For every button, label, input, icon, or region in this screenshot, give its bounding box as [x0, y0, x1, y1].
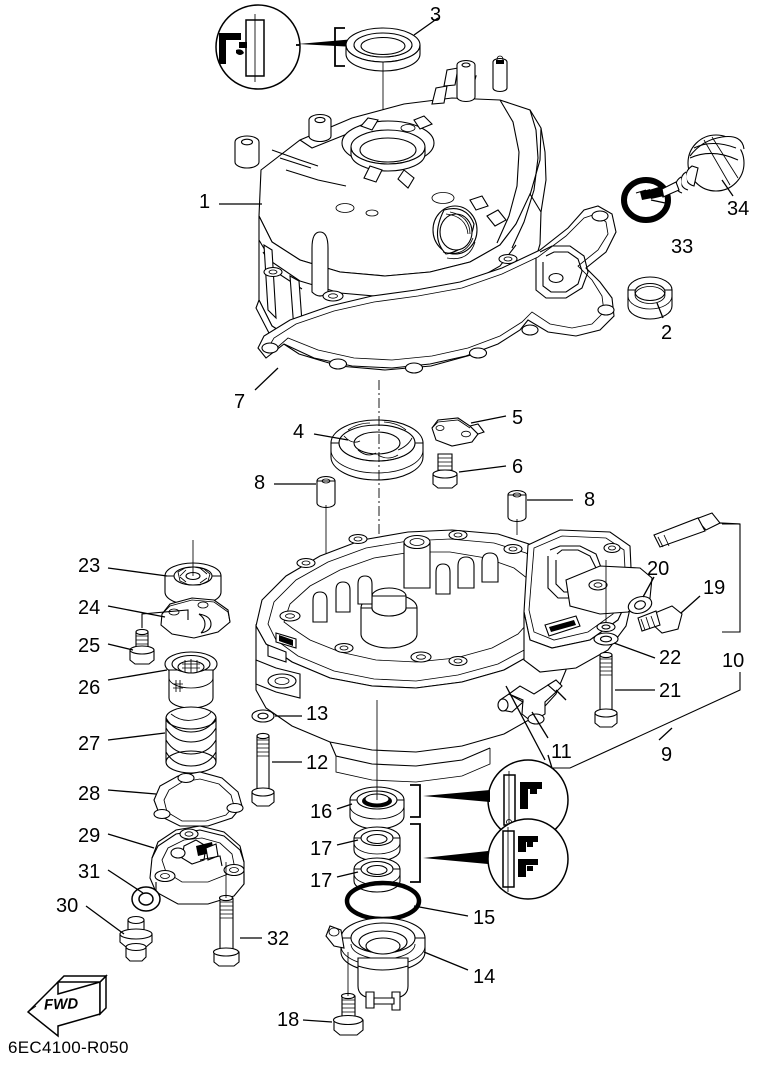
part-30-drain-bolt — [119, 915, 153, 962]
callout-1: 1 — [199, 191, 211, 213]
callout-34: 34 — [727, 198, 750, 220]
callout-14: 14 — [473, 966, 496, 988]
callout-7: 7 — [234, 391, 246, 413]
callout-6: 6 — [512, 456, 524, 478]
part-4-ball-bearing — [330, 419, 424, 481]
part-27-spring — [165, 706, 217, 774]
washer-small-body — [596, 621, 616, 633]
part-34-oil-filler-cap — [635, 134, 745, 200]
callout-23: 23 — [78, 555, 101, 577]
part-2-bushing — [627, 276, 673, 320]
part-code-label: 6EC4100-R050 — [8, 1038, 129, 1057]
callout-20: 20 — [647, 558, 670, 580]
part-12-bolt — [251, 732, 275, 807]
callout-3: 3 — [430, 4, 442, 26]
fwd-arrow-icon — [26, 974, 108, 1038]
lower-crankcase-body — [255, 529, 653, 783]
callout-30: 30 — [56, 895, 79, 917]
callout-17-upper: 17 — [310, 838, 333, 860]
part-21-bolt — [594, 651, 618, 728]
part-8-dowel-pin-left — [316, 475, 336, 509]
part-3-oil-seal — [345, 27, 421, 72]
part-13-washer — [251, 709, 275, 723]
part-8-dowel-pin-right — [507, 489, 527, 523]
callout-31: 31 — [78, 861, 101, 883]
bracket-part-17 — [410, 823, 421, 883]
part-10-bolt — [653, 512, 721, 548]
callout-22: 22 — [659, 647, 682, 669]
part-33-o-ring — [621, 177, 671, 223]
callout-27: 27 — [78, 733, 101, 755]
callout-8-right: 8 — [584, 489, 596, 511]
callout-24: 24 — [78, 597, 101, 619]
callout-8-left: 8 — [254, 472, 266, 494]
part-6-bolt — [432, 453, 458, 489]
part-31-washer — [131, 886, 161, 912]
callout-26: 26 — [78, 677, 101, 699]
callout-19: 19 — [703, 577, 726, 599]
callout-15: 15 — [473, 907, 496, 929]
part-7-gasket — [257, 205, 617, 374]
detail-circle-seal-16 — [423, 759, 569, 841]
bracket-part-3 — [334, 27, 345, 67]
part-28-oil-pump-gasket — [153, 771, 244, 827]
bracket-10 — [719, 522, 741, 633]
detail-circle-seal-top — [215, 4, 355, 90]
part-17-oil-seal-lower — [353, 857, 401, 893]
callout-16: 16 — [310, 801, 333, 823]
callout-5: 5 — [512, 407, 524, 429]
callout-18: 18 — [277, 1009, 300, 1031]
bracket-9 — [552, 672, 741, 769]
part-29-oil-pump-housing — [149, 825, 245, 905]
callout-21: 21 — [659, 680, 682, 702]
callout-10: 10 — [722, 650, 745, 672]
part-19-bolt — [637, 605, 683, 634]
bracket-part-16 — [410, 784, 421, 818]
callout-33: 33 — [671, 236, 694, 258]
part-11-elbow-fitting — [497, 679, 563, 725]
callout-13: 13 — [306, 703, 329, 725]
part-32-bolt — [212, 894, 240, 967]
part-24-oil-pump-cover — [160, 597, 231, 639]
part-14-bearing-housing — [325, 917, 426, 1011]
callout-17-lower: 17 — [310, 870, 333, 892]
part-25-bolt — [129, 609, 189, 665]
callout-32: 32 — [267, 928, 290, 950]
part-17-oil-seal-upper — [353, 826, 401, 862]
callout-29: 29 — [78, 825, 101, 847]
part-5-retainer-plate — [431, 417, 485, 447]
detail-circle-seal-17 — [423, 818, 569, 900]
part-26-oil-strainer — [164, 651, 218, 709]
callout-11: 11 — [551, 741, 572, 763]
callout-2: 2 — [661, 322, 673, 344]
callout-9: 9 — [661, 744, 673, 766]
callout-4: 4 — [293, 421, 305, 443]
part-20-washer — [627, 595, 653, 615]
callout-12: 12 — [306, 752, 329, 774]
part-16-oil-seal — [349, 786, 405, 830]
part-22-washer — [593, 632, 619, 646]
part-18-bolt — [332, 992, 364, 1036]
callout-28: 28 — [78, 783, 101, 805]
callout-25: 25 — [78, 635, 101, 657]
